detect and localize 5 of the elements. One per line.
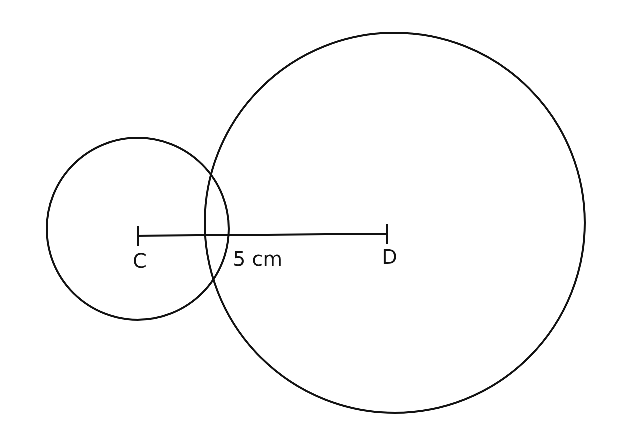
length-label: 5 cm bbox=[233, 249, 283, 269]
point-label: D bbox=[382, 247, 398, 267]
circle bbox=[204, 32, 586, 414]
point-label: C bbox=[133, 251, 147, 271]
circle bbox=[46, 137, 230, 321]
